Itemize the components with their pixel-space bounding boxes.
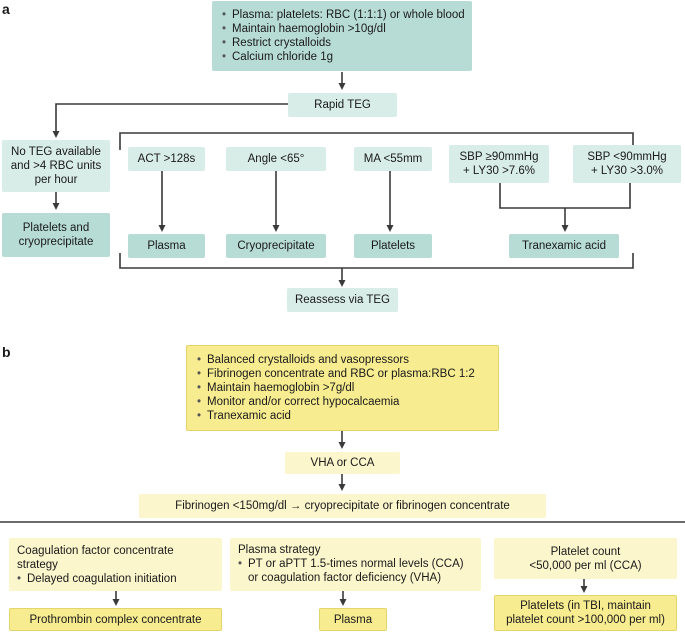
- list-item: Calcium chloride 1g: [222, 50, 465, 64]
- list-item: Monitor and/or correct hypocalcaemia: [197, 395, 475, 409]
- plasma-strategy-box: Plasma strategy PT or aPTT 1.5-times nor…: [230, 538, 481, 591]
- vha-cca-box: VHA or CCA: [285, 452, 400, 474]
- coagulation-factor-strategy-box: Coagulation factor concentrate strategy …: [9, 538, 222, 591]
- platelets-cryoprecipitate-box: Platelets and cryoprecipitate: [2, 213, 110, 257]
- angle-threshold-box: Angle <65°: [226, 147, 326, 171]
- platelets-box: Platelets: [354, 234, 432, 258]
- list-item: Plasma: platelets: RBC (1:1:1) or whole …: [222, 8, 465, 22]
- no-teg-box: No TEG available and >4 RBC units per ho…: [2, 140, 110, 192]
- sbp-low-box: SBP <90mmHg + LY30 >3.0%: [573, 145, 681, 183]
- rapid-teg-box: Rapid TEG: [288, 93, 397, 117]
- list-item: Tranexamic acid: [197, 409, 475, 423]
- act-threshold-box: ACT >128s: [128, 147, 205, 171]
- cryoprecipitate-box: Cryoprecipitate: [226, 234, 326, 258]
- prothrombin-complex-box: Prothrombin complex concentrate: [9, 608, 222, 631]
- plasma-strategy-list: PT or aPTT 1.5-times normal levels (CCA)…: [238, 557, 464, 585]
- plasma-strategy-title: Plasma strategy: [238, 544, 321, 556]
- plasma-box: Plasma: [128, 234, 205, 258]
- ma-threshold-box: MA <55mm: [354, 147, 432, 171]
- list-item: Maintain haemoglobin >7g/dl: [197, 381, 475, 395]
- coagulation-strategy-title: Coagulation factor concentrate strategy: [17, 545, 174, 571]
- fibrinogen-box: Fibrinogen <150mg/dl → cryoprecipitate o…: [139, 494, 546, 518]
- reassess-teg-box: Reassess via TEG: [287, 288, 398, 312]
- list-item: Restrict crystalloids: [222, 36, 465, 50]
- list-item: Maintain haemoglobin >10g/dl: [222, 22, 465, 36]
- coagulation-strategy-list: Delayed coagulation initiation: [17, 572, 177, 586]
- list-item: PT or aPTT 1.5-times normal levels (CCA)…: [238, 557, 464, 585]
- initial-resuscitation-box: Plasma: platelets: RBC (1:1:1) or whole …: [212, 1, 472, 71]
- plasma-outcome-box: Plasma: [319, 608, 387, 631]
- tranexamic-acid-box: Tranexamic acid: [509, 234, 619, 258]
- platelets-outcome-box: Platelets (in TBI, maintain platelet cou…: [494, 595, 677, 631]
- list-item: Fibrinogen concentrate and RBC or plasma…: [197, 367, 475, 381]
- sbp-high-box: SBP ≥90mmHg + LY30 >7.6%: [449, 145, 549, 183]
- list-item: Balanced crystalloids and vasopressors: [197, 353, 475, 367]
- list-item: Delayed coagulation initiation: [17, 572, 177, 586]
- panel-b-label: b: [2, 344, 11, 360]
- platelet-count-box: Platelet count <50,000 per ml (CCA): [494, 538, 677, 579]
- initial-management-list: Balanced crystalloids and vasopressors F…: [197, 353, 475, 423]
- panel-a-label: a: [2, 1, 10, 17]
- initial-management-box: Balanced crystalloids and vasopressors F…: [186, 345, 499, 431]
- initial-resuscitation-list: Plasma: platelets: RBC (1:1:1) or whole …: [222, 8, 465, 64]
